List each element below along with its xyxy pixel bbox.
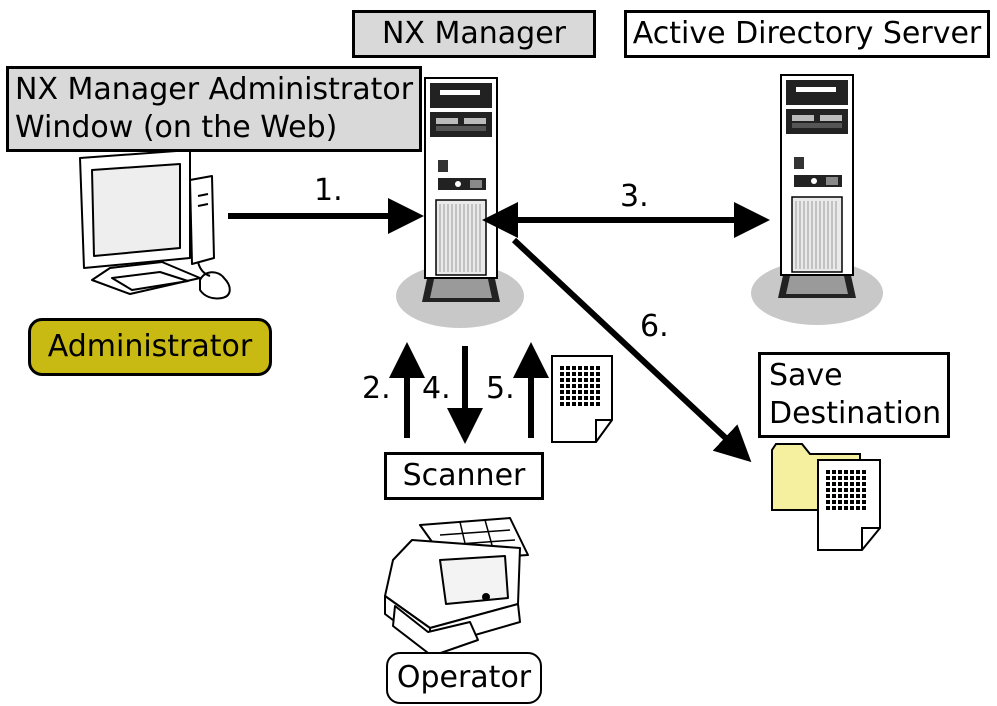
scanner-icon [384, 517, 529, 657]
admin-window-label: NX Manager Administrator Window (on the … [6, 66, 422, 152]
administrator-badge: Administrator [28, 318, 272, 376]
scanner-label-text: Scanner [402, 458, 526, 493]
admin-window-label-line1: NX Manager Administrator [15, 72, 414, 107]
step-1-label: 1. [314, 173, 343, 208]
scanner-label: Scanner [384, 452, 544, 500]
admin-window-label-line2: Window (on the Web) [15, 110, 338, 145]
step-2-label: 2. [362, 371, 391, 406]
administrator-pc-icon [79, 149, 231, 300]
operator-badge: Operator [386, 652, 542, 704]
save-destination-label: Save Destination [758, 352, 950, 438]
save-destination-label-line1: Save [769, 358, 843, 393]
nx-manager-server-icon [396, 77, 524, 328]
save-destination-label-line2: Destination [769, 396, 942, 431]
administrator-label-text: Administrator [47, 329, 253, 364]
step-5-label: 5. [486, 371, 515, 406]
operator-label-text: Operator [396, 660, 532, 695]
step-4-label: 4. [422, 371, 451, 406]
active-directory-server-label-text: Active Directory Server [632, 16, 982, 51]
nx-manager-label-text: NX Manager [381, 16, 567, 51]
arrow-step-6 [511, 237, 752, 463]
step-6-label: 6. [640, 309, 669, 344]
active-directory-server-icon [751, 74, 883, 325]
nx-manager-label: NX Manager [352, 10, 596, 58]
document-icon [551, 355, 613, 443]
saved-document-icon [817, 459, 881, 551]
active-directory-server-label: Active Directory Server [624, 10, 990, 58]
step-3-label: 3. [620, 179, 649, 214]
